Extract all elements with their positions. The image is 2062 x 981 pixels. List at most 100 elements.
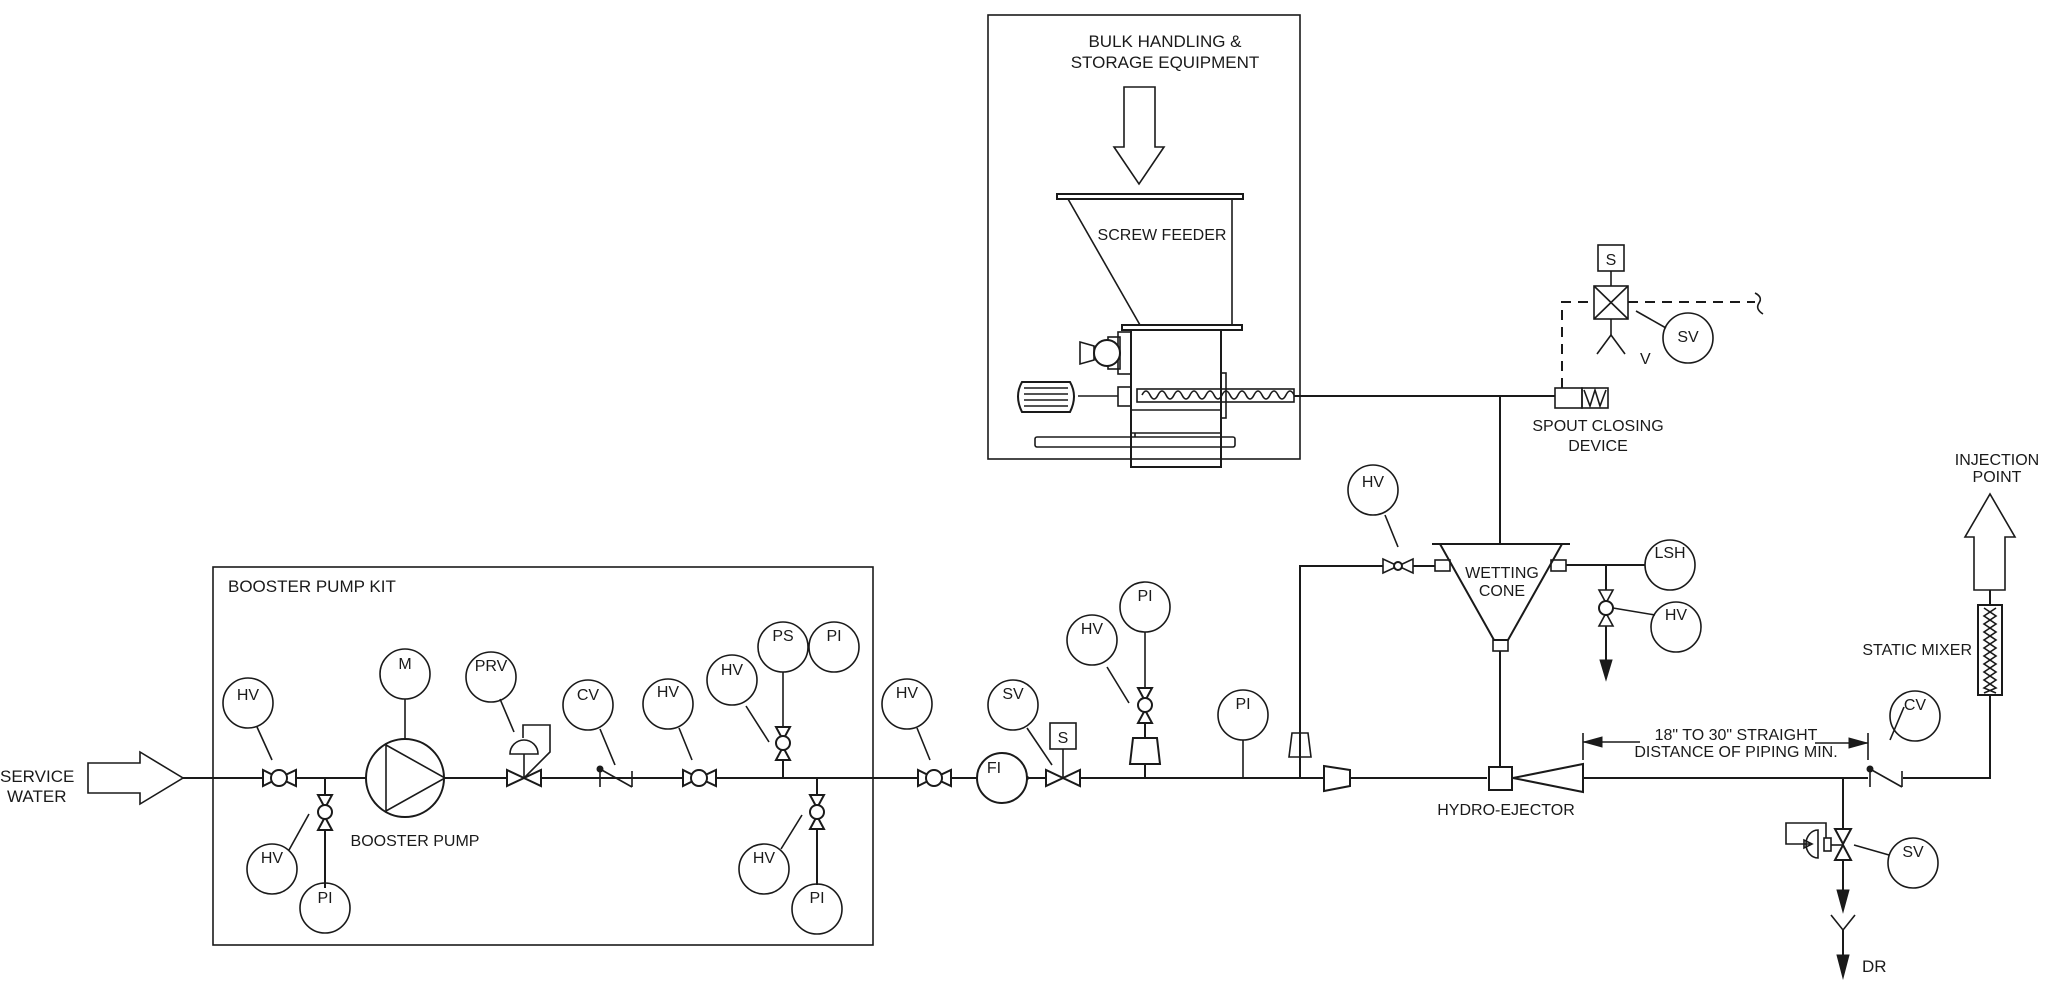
diaphragm-icon (1805, 829, 1819, 859)
leader (1106, 666, 1130, 704)
svg-text:HV: HV (896, 685, 919, 702)
spring-icon (1583, 387, 1607, 409)
instrument-hv[interactable]: HV (738, 843, 790, 895)
svg-text:SV: SV (1677, 329, 1699, 346)
gear-icon (1093, 339, 1121, 367)
instrument-hv[interactable]: HV (1650, 601, 1702, 653)
leader (1384, 514, 1399, 548)
valve-ball (270, 769, 288, 787)
booster-pump-kit-boundary (212, 566, 874, 946)
valve-ball (317, 804, 333, 820)
service-water-label-2: WATER (7, 787, 67, 806)
instrument-fi[interactable] (976, 752, 1028, 804)
static-mixer[interactable] (1977, 604, 2003, 696)
instrument-sv[interactable]: SV (987, 679, 1039, 731)
injection-label-2: POINT (1973, 469, 2022, 486)
pump-triangle (385, 743, 447, 813)
valve-ball (809, 804, 825, 820)
svg-text:HV: HV (657, 684, 680, 701)
instrument-cv[interactable]: CV (1889, 690, 1941, 742)
bulk-title-line2: STORAGE EQUIPMENT (1071, 53, 1260, 72)
base-plate (1034, 436, 1236, 448)
instrument-hv[interactable]: HV (881, 678, 933, 730)
leader (1889, 706, 1905, 741)
pneumatic-line (1561, 301, 1594, 388)
svg-text:SV: SV (1002, 686, 1024, 703)
svg-text:CV: CV (577, 687, 600, 704)
straight-run-label-1: 18" TO 30" STRAIGHT (1655, 727, 1818, 744)
solenoid-label: S (1058, 730, 1069, 747)
svg-text:PI: PI (809, 890, 824, 907)
reducer (1288, 732, 1312, 758)
leader (745, 705, 770, 743)
svg-text:PI: PI (826, 628, 841, 645)
leader (1612, 607, 1656, 616)
instrument-sv[interactable]: SV (1662, 312, 1714, 364)
straight-run-label-2: DISTANCE OF PIPING MIN. (1634, 744, 1837, 761)
svg-text:HV: HV (261, 850, 284, 867)
flow-arrow-icon (1599, 659, 1613, 682)
instrument-pi[interactable]: PI (1217, 689, 1269, 741)
booster-pump-label: BOOSTER PUMP (351, 833, 480, 850)
cone-outlet-nozzle (1550, 559, 1567, 572)
instrument-pi[interactable]: PI (791, 883, 843, 935)
instrument-pi[interactable]: PI (299, 882, 351, 934)
leader (499, 698, 515, 733)
hopper-side (1067, 198, 1141, 326)
instrument-sv[interactable]: SV (1887, 837, 1939, 889)
solenoid-box (1049, 722, 1077, 750)
svg-text:HV: HV (1665, 607, 1688, 624)
instrument-pi[interactable]: PI (808, 621, 860, 673)
instrument-cv[interactable]: CV (562, 679, 614, 731)
instrument-hv[interactable]: HV (222, 677, 274, 729)
svg-text:HV: HV (721, 662, 744, 679)
check-valve-icon[interactable] (1869, 768, 1903, 788)
booster-pump-icon[interactable] (365, 738, 445, 818)
instrument-motor[interactable]: M (379, 648, 431, 700)
hydro-ejector-body[interactable] (1488, 766, 1513, 791)
feed-down-arrow-icon (1112, 86, 1166, 186)
check-valve-icon[interactable] (599, 768, 633, 788)
solenoid-label: S (1606, 252, 1617, 269)
valve-ball (775, 735, 791, 751)
vent-icon (1596, 333, 1626, 355)
injection-label-1: INJECTION (1955, 452, 2039, 469)
static-mixer-label: STATIC MIXER (1862, 642, 1972, 659)
spout-closing-cylinder (1554, 387, 1583, 409)
valve-ball (1393, 561, 1403, 571)
wetting-cone: WETTING CONE (1432, 543, 1570, 652)
hinge (596, 765, 604, 773)
dim-arrow-icon (1848, 737, 1869, 749)
mixer-elements (1982, 607, 1998, 694)
pilot-line (1785, 822, 1827, 845)
bearing (1117, 386, 1132, 407)
instrument-hv[interactable]: HV (706, 654, 758, 706)
instrument-hv[interactable]: HV (1347, 464, 1399, 516)
svg-text:SV: SV (1902, 844, 1924, 861)
svg-text:PS: PS (772, 628, 793, 645)
flow-arrow-icon (1836, 889, 1850, 914)
break-symbol (1754, 292, 1764, 315)
reducer (1323, 764, 1351, 793)
instrument-hv[interactable]: HV (246, 843, 298, 895)
spout-label-1: SPOUT CLOSING (1532, 418, 1663, 435)
hinge (1866, 765, 1874, 773)
diaphragm-icon (509, 739, 539, 755)
instrument-pi[interactable]: PI (1119, 581, 1171, 633)
instrument-hv[interactable]: HV (1066, 614, 1118, 666)
instrument-ps[interactable]: PS (757, 621, 809, 673)
svg-text:LSH: LSH (1654, 545, 1685, 562)
instrument-prv[interactable]: PRV (465, 651, 517, 703)
svg-text:M: M (398, 656, 411, 673)
hopper-top-flange (1056, 193, 1244, 200)
instrument-hv[interactable]: HV (642, 678, 694, 730)
spout-label-2: DEVICE (1568, 438, 1628, 455)
instrument-lsh[interactable]: LSH (1644, 539, 1696, 591)
svg-text:PI: PI (317, 890, 332, 907)
vent-label: V (1640, 351, 1651, 368)
service-water-label-1: SERVICE (0, 767, 74, 786)
leader (288, 813, 310, 851)
screw-feeder-label: SCREW FEEDER (1098, 227, 1227, 244)
fi-label: FI (987, 760, 1001, 777)
cone-bottom-nozzle (1492, 639, 1509, 652)
